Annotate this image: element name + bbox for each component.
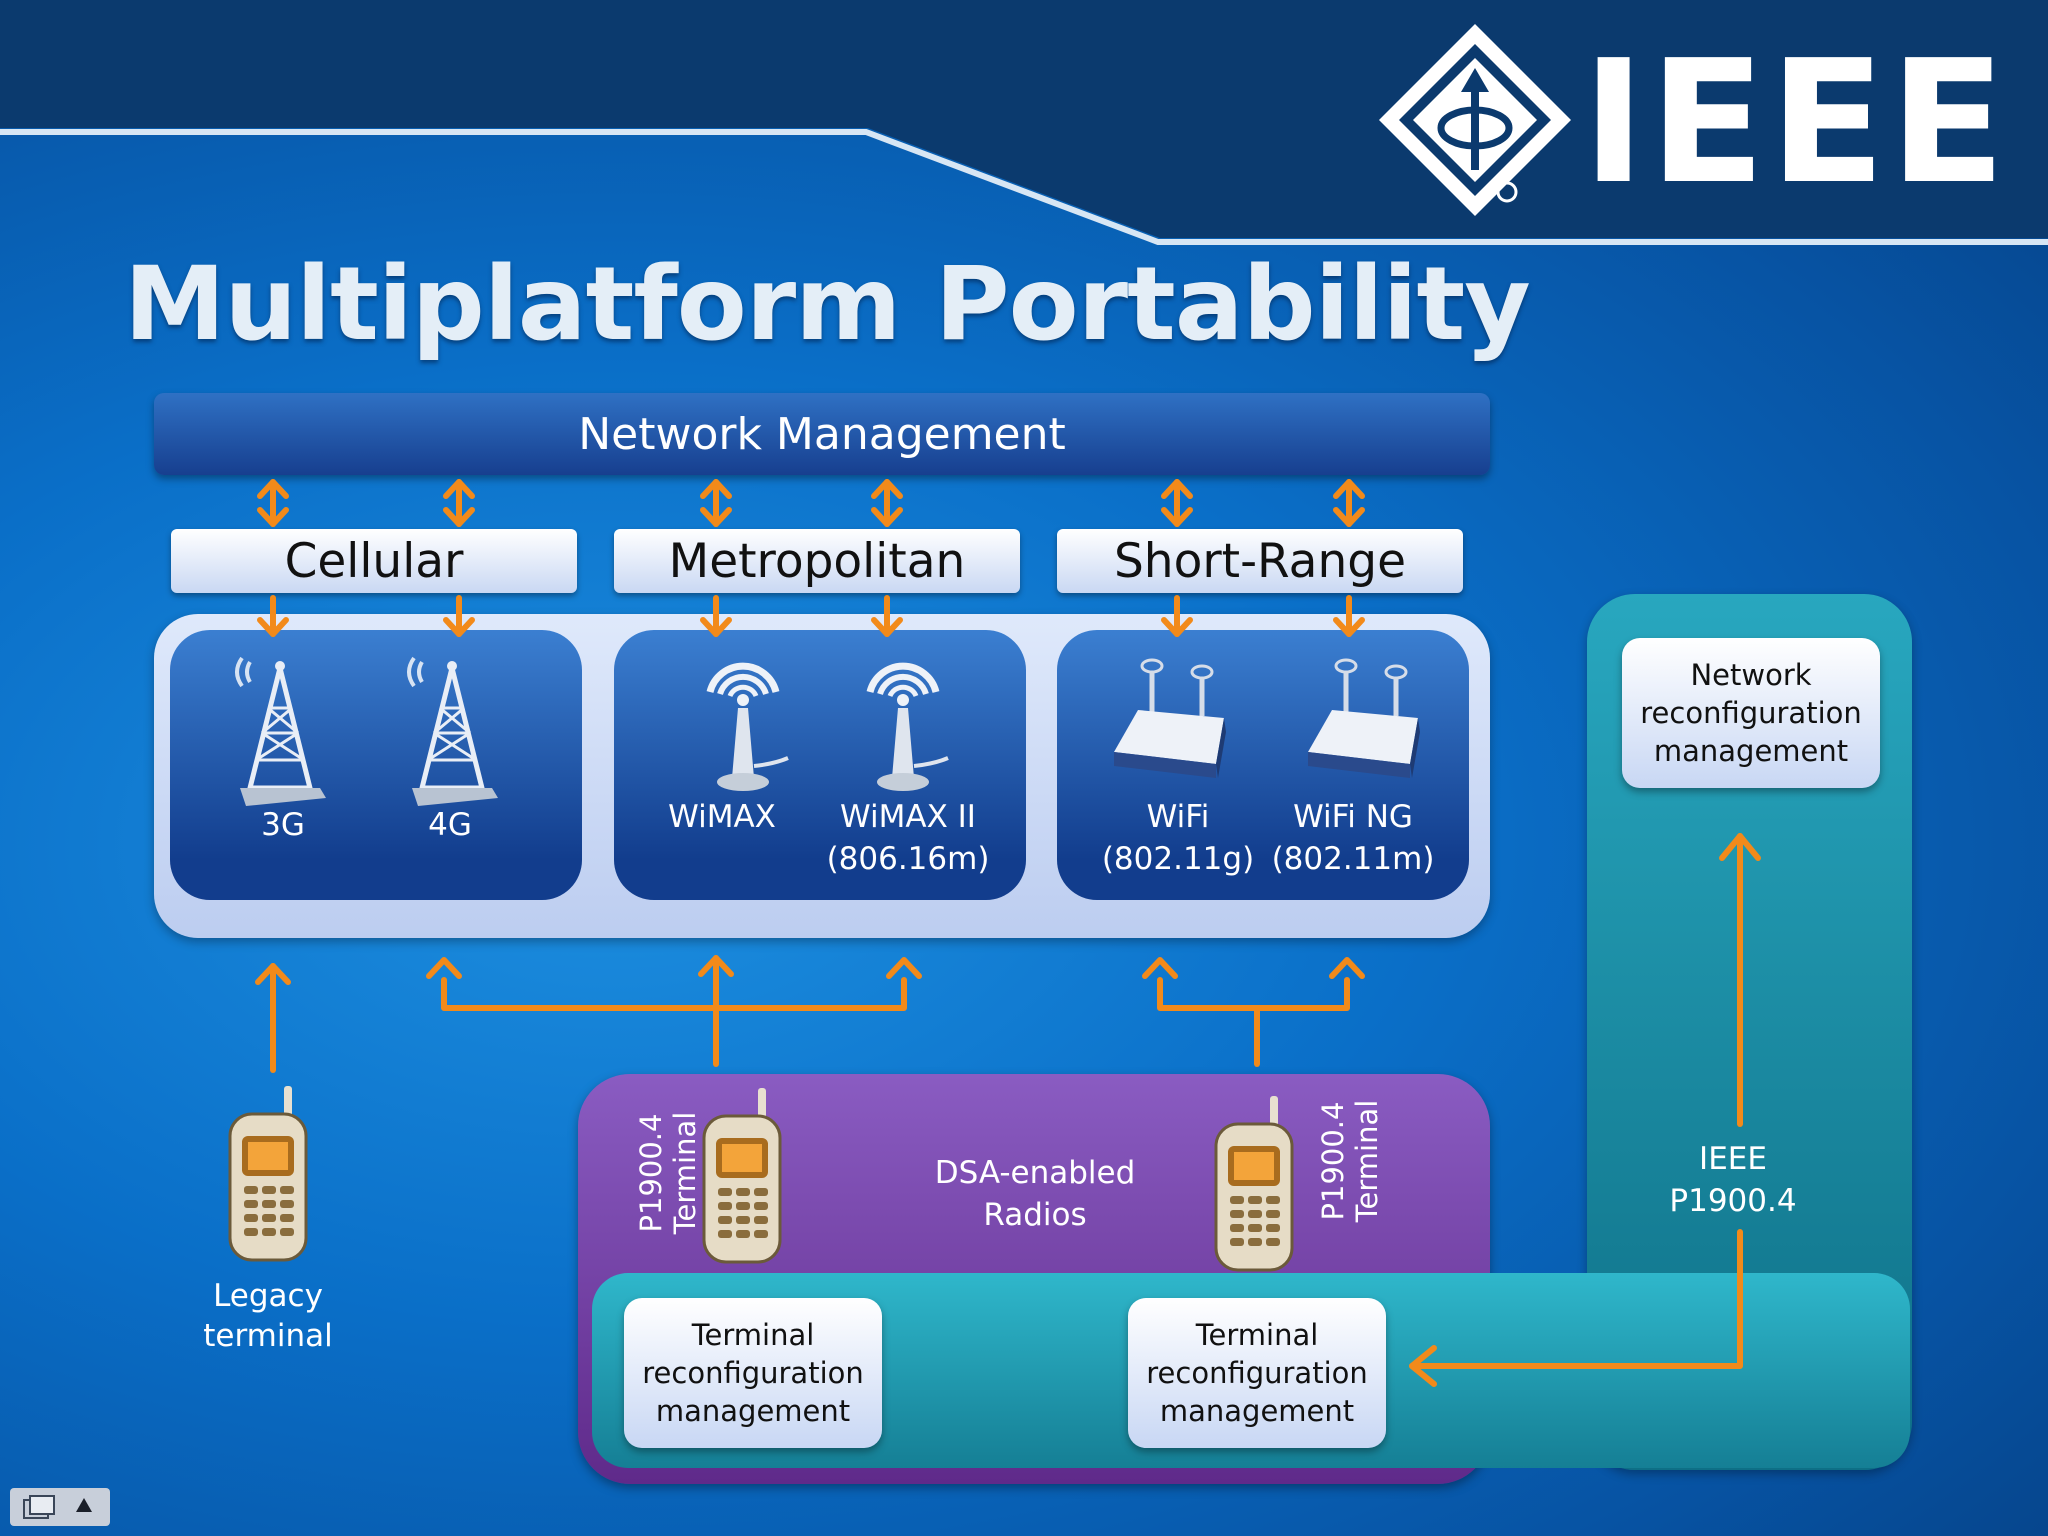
device-label-wifi-ng: WiFi NG (802.11m)	[1271, 799, 1435, 877]
dsa-right-branch	[1142, 957, 1365, 1067]
down-arrow-metro-1	[700, 595, 732, 637]
down-arrow-metro-2	[871, 595, 903, 637]
double-arrow-metro-1	[700, 479, 732, 527]
ieee-wordmark: IEEE	[1582, 24, 2010, 222]
header-band	[0, 0, 2048, 245]
slide-nav-icon	[23, 1495, 92, 1519]
wimax-antenna-icon	[706, 662, 789, 791]
wifi-router-icon	[1114, 658, 1226, 778]
ieee-diamond-logo	[1379, 24, 1571, 216]
dsa-left-branch	[426, 955, 922, 1067]
double-arrow-short-2	[1333, 479, 1365, 527]
p1900-phone-icon-2	[1214, 1096, 1294, 1272]
double-arrow-cellular-1	[257, 479, 289, 527]
terminal-reconfiguration-management-box-2: Terminal reconfiguration management	[1128, 1298, 1386, 1448]
p1900-to-terminal-arrow	[1409, 1229, 1743, 1387]
device-label-4g: 4G	[428, 807, 472, 843]
network-management-bar: Network Management	[154, 393, 1490, 475]
device-label-3g: 3G	[261, 807, 305, 843]
down-arrow-short-2	[1333, 595, 1365, 637]
legacy-terminal-label: Legacy terminal	[203, 1278, 333, 1354]
down-arrow-cellular-2	[443, 595, 475, 637]
p1900-phone-icon-1	[702, 1088, 782, 1264]
device-label-wimax: WiMAX	[668, 799, 776, 835]
short-range-header: Short-Range	[1057, 529, 1463, 593]
wimax-ii-antenna-icon	[866, 662, 949, 791]
terminal-reconfiguration-management-box-1: Terminal reconfiguration management	[624, 1298, 882, 1448]
double-arrow-short-1	[1161, 479, 1193, 527]
down-arrow-cellular-1	[257, 595, 289, 637]
metropolitan-header: Metropolitan	[614, 529, 1020, 593]
down-arrow-short-1	[1161, 595, 1193, 637]
cell-tower-icon-4g	[407, 656, 498, 806]
slide-nav-widget[interactable]	[10, 1488, 110, 1526]
legacy-phone-icon	[228, 1086, 308, 1262]
wifi-ng-router-icon	[1308, 658, 1420, 778]
legacy-up-arrow	[255, 963, 291, 1073]
cellular-header: Cellular	[171, 529, 577, 593]
slide-title: Multiplatform Portability	[124, 245, 1531, 364]
cell-tower-icon-3g	[235, 656, 326, 806]
double-arrow-cellular-2	[443, 479, 475, 527]
ieee-p1900-label: IEEE P1900.4	[1669, 1141, 1797, 1219]
double-arrow-metro-2	[871, 479, 903, 527]
p1900-up-arrow	[1719, 833, 1761, 1127]
metropolitan-panel	[614, 630, 1026, 900]
device-label-wifi: WiFi (802.11g)	[1101, 799, 1255, 877]
dsa-radios-label: DSA-enabled Radios	[934, 1155, 1136, 1233]
network-reconfiguration-management-box: Network reconfiguration management	[1622, 638, 1880, 788]
device-label-wimax-ii: WiMAX II (806.16m)	[826, 799, 990, 877]
